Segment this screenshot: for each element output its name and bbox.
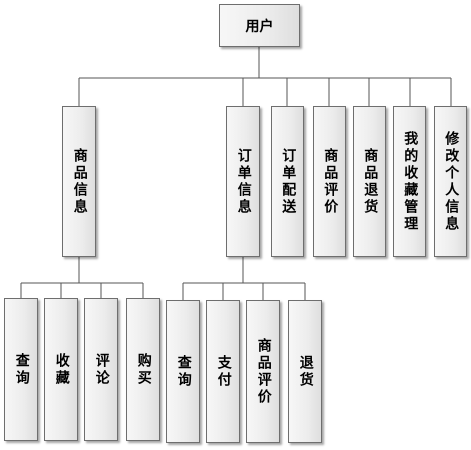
node-order-delivery-label: 订单配送 (280, 147, 297, 216)
node-order-product-review: 商品评价 (246, 300, 280, 443)
node-product-comment: 评论 (84, 298, 118, 441)
node-user-root-label: 用户 (245, 18, 274, 35)
node-product-info: 商品信息 (62, 106, 96, 257)
node-product-buy: 购买 (126, 298, 160, 441)
node-user-root: 用户 (219, 4, 300, 47)
node-order-info-label: 订单信息 (235, 147, 252, 216)
node-favorites-management-label: 我的收藏管理 (402, 130, 419, 233)
node-product-info-label: 商品信息 (71, 147, 88, 216)
node-product-buy-label: 购买 (135, 352, 152, 387)
node-favorites-management: 我的收藏管理 (393, 106, 426, 257)
node-product-review: 商品评价 (313, 106, 346, 257)
node-product-favorite: 收藏 (44, 298, 78, 441)
node-order-delivery: 订单配送 (271, 106, 304, 257)
node-product-search: 查询 (4, 298, 38, 441)
node-product-return: 商品退货 (353, 106, 386, 257)
node-product-review-label: 商品评价 (322, 147, 339, 216)
node-order-product-review-label: 商品评价 (255, 337, 272, 406)
node-order-search-label: 查询 (175, 354, 192, 389)
node-order-pay-label: 支付 (215, 354, 232, 389)
node-order-return-label: 退货 (297, 354, 314, 389)
node-order-info: 订单信息 (226, 106, 260, 257)
node-product-search-label: 查询 (13, 352, 30, 387)
node-product-favorite-label: 收藏 (53, 352, 70, 387)
node-product-return-label: 商品退货 (362, 147, 379, 216)
node-order-search: 查询 (166, 300, 200, 443)
node-edit-profile: 修改个人信息 (434, 106, 467, 257)
node-order-return: 退货 (288, 300, 322, 443)
node-edit-profile-label: 修改个人信息 (443, 130, 460, 233)
node-product-comment-label: 评论 (93, 352, 110, 387)
node-order-pay: 支付 (206, 300, 240, 443)
